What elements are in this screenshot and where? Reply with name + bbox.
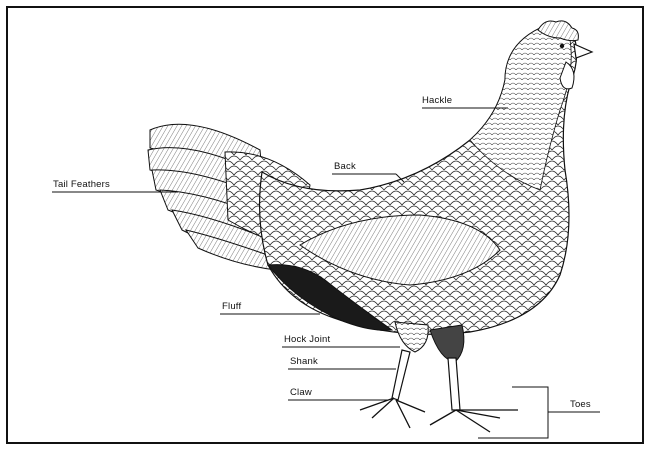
- label-fluff: Fluff: [222, 302, 241, 312]
- label-claw: Claw: [290, 388, 312, 398]
- feet-drawing: [360, 398, 518, 432]
- label-back: Back: [334, 162, 356, 172]
- label-tail-feathers: Tail Feathers: [53, 180, 110, 190]
- legs-drawing: [392, 350, 460, 410]
- thigh-right-drawing: [430, 325, 464, 362]
- label-hackle: Hackle: [422, 96, 452, 106]
- label-toes: Toes: [570, 400, 591, 410]
- label-hock-joint: Hock Joint: [284, 335, 330, 345]
- label-shank: Shank: [290, 357, 318, 367]
